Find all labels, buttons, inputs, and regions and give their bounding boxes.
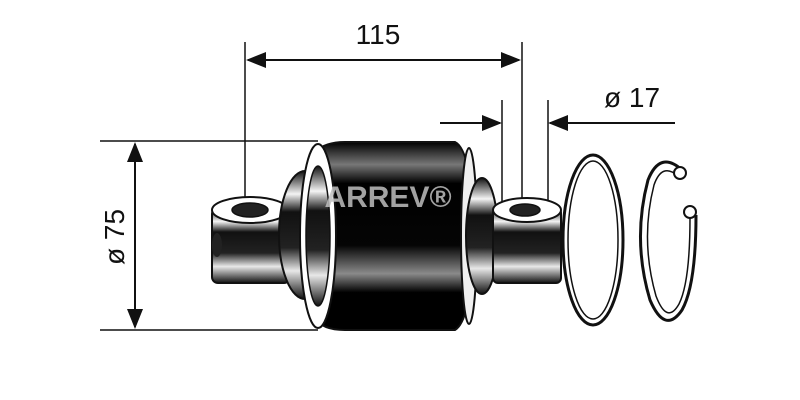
retaining-ring xyxy=(561,153,625,327)
dimension-label-115: 115 xyxy=(356,19,401,50)
circlip-eye-bottom xyxy=(683,205,697,219)
dimension-label-75: ø 75 xyxy=(99,209,130,265)
dimension-label-17: ø 17 xyxy=(604,82,660,113)
left-mounting-block xyxy=(211,196,291,284)
dimension-body-diameter: ø 75 xyxy=(99,140,318,331)
circlip-eye-top xyxy=(673,166,687,180)
dimension-pin-diameter: ø 17 xyxy=(440,82,675,210)
circlip xyxy=(639,160,698,322)
dimension-pin-spacing: 115 xyxy=(244,19,523,215)
central-sleeve xyxy=(299,141,478,331)
watermark-logo: ARREV® xyxy=(324,181,451,214)
right-mounting-block xyxy=(492,197,562,284)
bushing-assembly xyxy=(211,141,562,331)
